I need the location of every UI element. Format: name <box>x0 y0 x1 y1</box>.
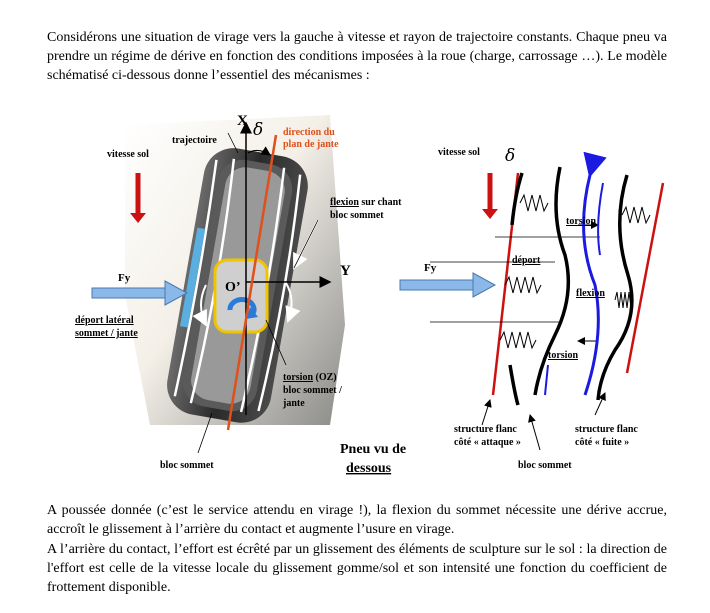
trajectory-arc <box>247 146 271 156</box>
ground-speed-label-left: vitesse sol <box>107 149 149 160</box>
left-figure: X δ trajectoire direction du plan de jan… <box>75 113 406 476</box>
tire-mechanics-figure: X δ trajectoire direction du plan de jan… <box>75 113 665 476</box>
right-figure: vitesse sol δ Fy torsion déport flexion … <box>399 146 665 471</box>
origin-label: O’ <box>225 280 241 295</box>
offset-label-line1: déport latéral <box>75 315 134 326</box>
caption-line2: dessous <box>346 461 392 476</box>
flexion-label: flexion sur chant <box>330 197 402 208</box>
attack-sidewall-label-line2: côté « attaque » <box>454 437 521 448</box>
sidewall-attack-structure <box>533 166 571 396</box>
rim-plane-right <box>625 182 665 374</box>
body-paragraph-2: A l’arrière du contact, l’effort est écr… <box>47 542 667 595</box>
spring-right-top <box>621 205 651 225</box>
bloc-sommet-label-right: bloc sommet <box>518 460 572 471</box>
spring-right-middle <box>614 291 634 309</box>
leak-sidewall-label-line1: structure flanc <box>575 424 638 435</box>
ground-speed-label-right: vitesse sol <box>438 147 480 158</box>
delta-symbol-left: δ <box>253 120 263 140</box>
fy-arrow-right <box>399 272 497 298</box>
torsion-swirl <box>227 297 257 317</box>
sidewall-leak-structure <box>596 174 634 401</box>
delta-symbol-right: δ <box>505 146 515 166</box>
x-axis-label: X <box>237 113 248 129</box>
y-axis-label: Y <box>340 263 351 279</box>
clipped-top-text: ... <box>230 0 241 5</box>
intro-paragraph: Considérons une situation de virage vers… <box>47 30 667 83</box>
rim-direction-label-line2: plan de jante <box>283 139 339 150</box>
spring-left-top <box>519 193 549 213</box>
torsion-label-right-top: torsion <box>566 216 596 227</box>
spring-left-bottom <box>499 330 537 350</box>
fy-label-right: Fy <box>424 262 437 274</box>
torsion-label-line3: jante <box>282 398 305 409</box>
contact-patch <box>213 258 269 334</box>
body-paragraph-1: A poussée donnée (c’est le service atten… <box>47 503 667 537</box>
fy-label-left: Fy <box>118 272 131 284</box>
flexion-curve-main <box>582 151 607 396</box>
rim-plane-direction-line <box>226 134 278 431</box>
torsion-label-right-bottom: torsion <box>548 350 578 361</box>
attack-sidewall-label-line1: structure flanc <box>454 424 517 435</box>
offset-label-line2: sommet / jante <box>75 328 138 339</box>
trajectory-label: trajectoire <box>172 135 217 146</box>
offset-label-right: déport <box>512 255 541 266</box>
fy-arrow-left <box>91 280 189 306</box>
leak-sidewall-label-line2: côté « fuite » <box>575 437 629 448</box>
caption-line1: Pneu vu de <box>340 442 406 457</box>
spring-left-middle <box>504 275 542 295</box>
torsion-label-line2: bloc sommet / <box>283 385 342 396</box>
bloc-sommet-label-left: bloc sommet <box>160 460 214 471</box>
flexion-bloc-label: bloc sommet <box>330 210 384 221</box>
rim-direction-label-line1: direction du <box>283 127 335 138</box>
flexion-label-right: flexion <box>576 288 605 299</box>
torsion-label-left: torsion (OZ) <box>283 372 337 383</box>
